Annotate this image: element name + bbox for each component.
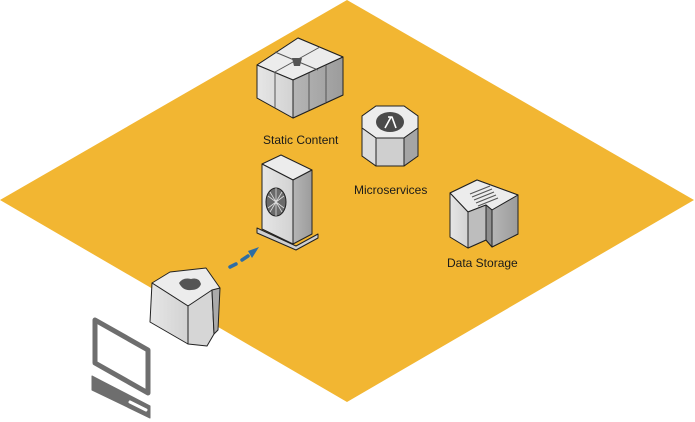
isometric-plane [0,0,694,402]
lambda-function-icon[interactable] [361,105,419,167]
database-storage-icon[interactable] [449,179,519,249]
gateway-block-icon[interactable] [149,267,221,347]
microservices-label: Microservices [354,183,428,197]
desktop-computer-icon[interactable] [91,317,151,419]
static-content-storage-icon[interactable] [256,37,344,119]
server-globe-icon[interactable] [256,154,319,251]
data-storage-label: Data Storage [447,256,518,270]
static-content-label: Static Content [263,133,339,147]
connector-arrow [228,247,259,269]
